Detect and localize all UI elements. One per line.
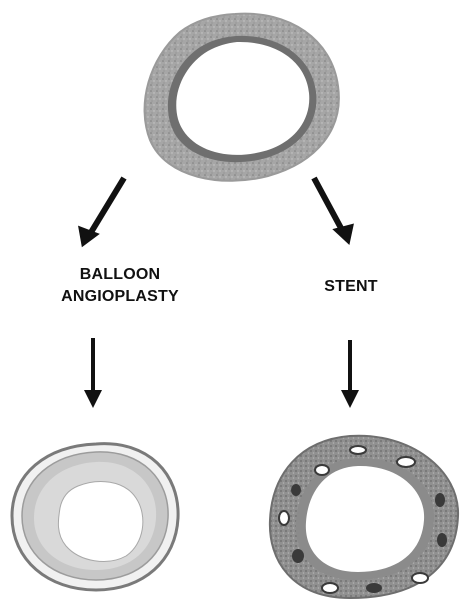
arrow-balloon-down	[84, 338, 102, 408]
vessel-balloon	[12, 444, 178, 590]
label-stent: STENT	[306, 276, 396, 298]
arrow-stent-down	[341, 340, 359, 408]
vessel-stent	[270, 436, 458, 598]
label-balloon-angioplasty: BALLOON ANGIOPLASTY	[50, 264, 190, 308]
arrow-top-left	[78, 178, 124, 247]
label-stent-text: STENT	[306, 276, 396, 298]
arrow-top-right	[314, 178, 354, 245]
label-balloon-line-1: BALLOON	[50, 264, 190, 286]
label-balloon-line-2: ANGIOPLASTY	[50, 286, 190, 308]
vessel-top	[145, 14, 339, 181]
